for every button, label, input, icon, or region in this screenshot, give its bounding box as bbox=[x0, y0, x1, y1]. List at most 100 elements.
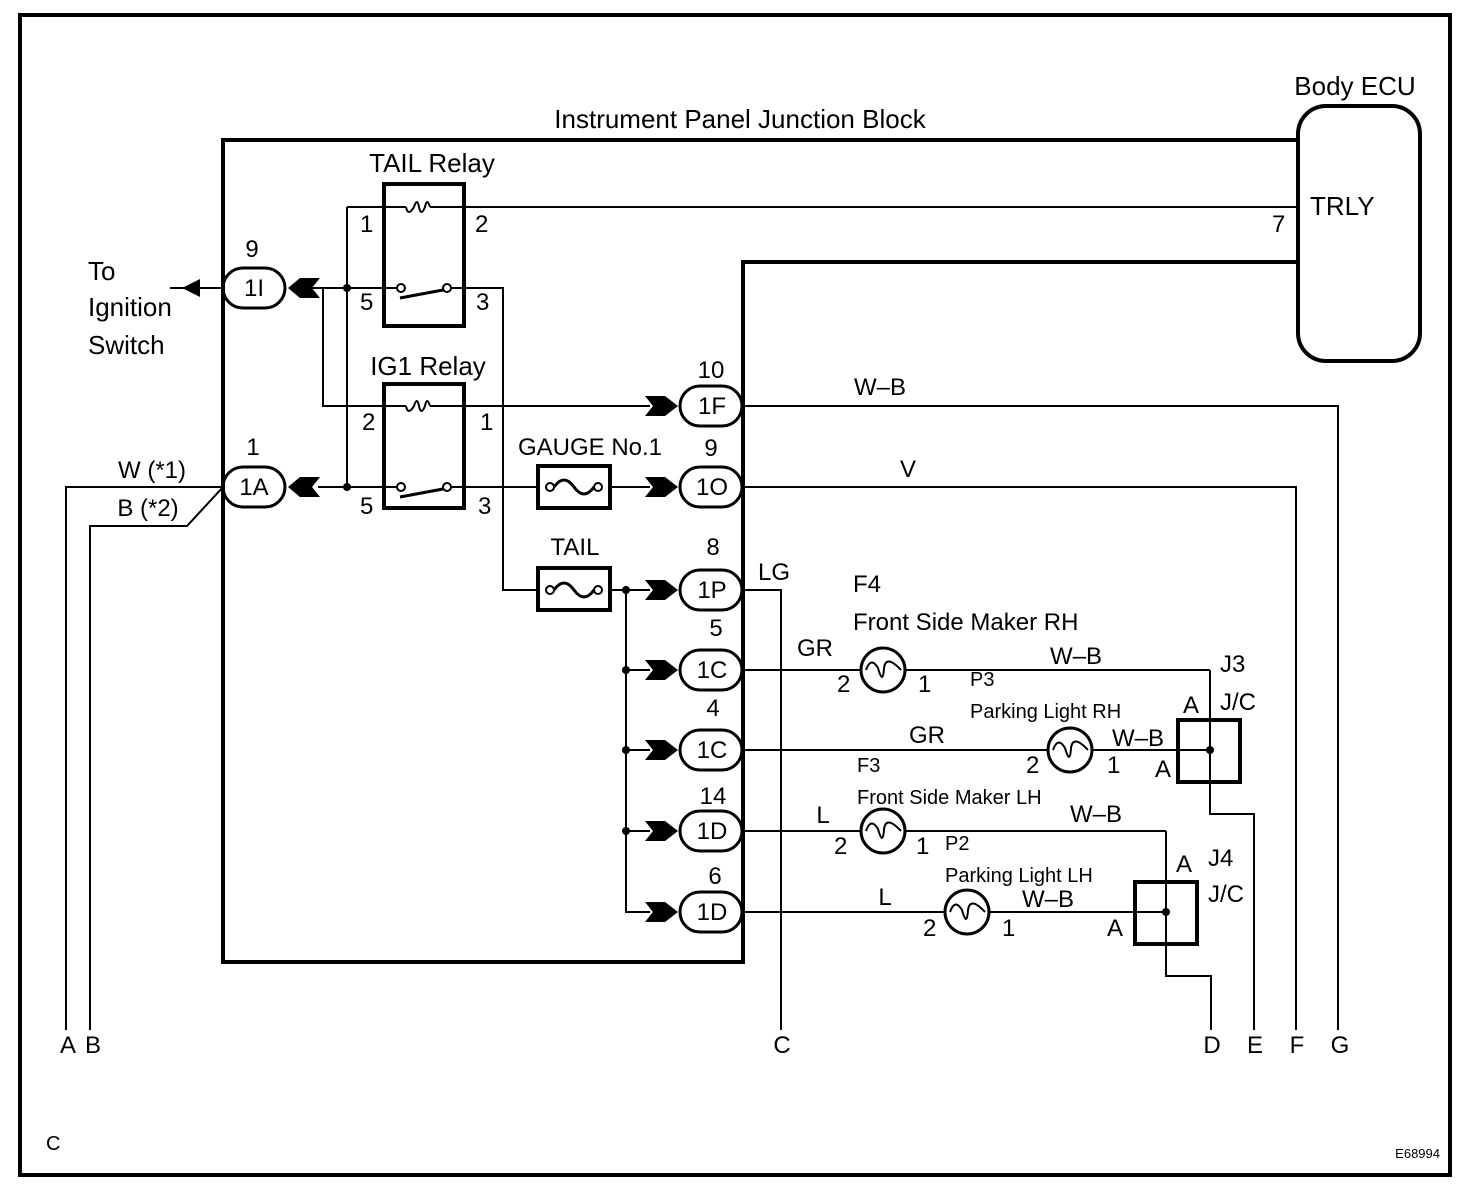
terminal-f: F bbox=[1290, 1032, 1305, 1059]
tail-relay-label: TAIL Relay bbox=[369, 148, 495, 178]
svg-text:2: 2 bbox=[923, 915, 936, 942]
svg-text:1: 1 bbox=[1002, 915, 1015, 942]
splice-dot bbox=[343, 483, 351, 491]
lamp-f3-code: F3 bbox=[857, 755, 880, 777]
gauge-fuse-label: GAUGE No.1 bbox=[518, 434, 662, 461]
lamp-p3-name: Parking Light RH bbox=[970, 701, 1121, 723]
wire-label-w1: W (*1) bbox=[118, 457, 186, 484]
svg-text:1: 1 bbox=[918, 671, 931, 698]
svg-text:1F: 1F bbox=[698, 393, 726, 420]
connector-arrow-icon bbox=[645, 660, 678, 680]
ig1-relay-pin-5: 5 bbox=[360, 493, 373, 520]
svg-text:L: L bbox=[878, 884, 891, 911]
ig1-relay-pin-1: 1 bbox=[480, 409, 493, 436]
wire-g bbox=[743, 405, 1339, 1030]
connector-arrow-icon bbox=[645, 740, 678, 760]
tail-relay-pin-5: 5 bbox=[360, 289, 373, 316]
junction-block-title: Instrument Panel Junction Block bbox=[554, 104, 926, 134]
svg-text:1C: 1C bbox=[697, 737, 728, 764]
svg-text:W–B: W–B bbox=[1112, 725, 1164, 752]
svg-text:W–B: W–B bbox=[1050, 643, 1102, 670]
ig1-relay-box bbox=[382, 382, 466, 510]
splice-dot bbox=[343, 284, 351, 292]
connector-1p bbox=[678, 568, 744, 612]
bulb-icon bbox=[943, 888, 991, 936]
svg-text:W–B: W–B bbox=[1022, 886, 1074, 913]
ecu-title: Body ECU bbox=[1294, 71, 1415, 101]
svg-text:A: A bbox=[1155, 756, 1171, 783]
connector-arrow-icon bbox=[645, 821, 678, 841]
svg-text:L: L bbox=[816, 802, 829, 829]
wire-e bbox=[1209, 670, 1255, 1030]
j4-code: J4 bbox=[1208, 845, 1233, 872]
fuse-icon bbox=[545, 581, 603, 599]
svg-text:A: A bbox=[1176, 851, 1192, 878]
tail-relay-pin-2: 2 bbox=[475, 211, 488, 238]
tail-relay-coil-icon bbox=[405, 201, 431, 213]
connector-1d-14 bbox=[678, 809, 744, 853]
svg-text:2: 2 bbox=[1026, 752, 1039, 779]
terminal-a: A bbox=[60, 1032, 76, 1059]
svg-text:GR: GR bbox=[797, 635, 833, 662]
j3-type: J/C bbox=[1220, 689, 1256, 716]
terminal-c: C bbox=[773, 1032, 790, 1059]
svg-text:A: A bbox=[1183, 692, 1199, 719]
tail-relay-pin-3: 3 bbox=[476, 289, 489, 316]
ecu-terminal-name: TRLY bbox=[1310, 191, 1375, 221]
svg-text:1P: 1P bbox=[697, 577, 726, 604]
junction-block-outline bbox=[221, 138, 1298, 964]
svg-text:W–B: W–B bbox=[1070, 801, 1122, 828]
svg-text:2: 2 bbox=[834, 833, 847, 860]
ig1-relay-label: IG1 Relay bbox=[370, 351, 486, 381]
svg-text:1: 1 bbox=[1107, 752, 1120, 779]
right-connectors: 10 1F 9 1O 8 1P 5 1C 4 1C 14 1D 6 1D bbox=[645, 357, 744, 934]
svg-text:V: V bbox=[900, 456, 916, 483]
lamp-f4-name: Front Side Maker RH bbox=[853, 609, 1078, 636]
wire-c bbox=[743, 589, 782, 1030]
svg-text:W–B: W–B bbox=[854, 374, 906, 401]
ig1-relay-pin-3: 3 bbox=[478, 493, 491, 520]
connector-arrow-icon bbox=[288, 477, 320, 497]
svg-text:6: 6 bbox=[708, 863, 721, 890]
connector-arrow-icon bbox=[645, 477, 678, 497]
ig1-relay-pin-2: 2 bbox=[362, 409, 375, 436]
fuse-icon bbox=[545, 478, 603, 496]
tail-relay-box bbox=[382, 182, 466, 328]
svg-text:9: 9 bbox=[704, 435, 717, 462]
corner-label: C bbox=[46, 1133, 60, 1155]
connector-arrow-icon bbox=[645, 580, 678, 600]
connector-arrow-icon bbox=[645, 902, 678, 922]
svg-text:GR: GR bbox=[909, 722, 945, 749]
splice-dot bbox=[622, 586, 630, 594]
svg-text:5: 5 bbox=[709, 615, 722, 642]
connector-1a-pin: 1 bbox=[246, 434, 259, 461]
ignition-label-3: Switch bbox=[88, 330, 165, 360]
svg-text:A: A bbox=[1107, 915, 1123, 942]
svg-text:8: 8 bbox=[706, 534, 719, 561]
terminal-e: E bbox=[1247, 1032, 1263, 1059]
terminal-b: B bbox=[85, 1032, 101, 1059]
connector-arrow-icon bbox=[645, 396, 678, 416]
svg-text:2: 2 bbox=[837, 671, 850, 698]
ignition-label-1: To bbox=[88, 256, 115, 286]
lamp-f3-name: Front Side Maker LH bbox=[857, 787, 1042, 809]
connector-1c-4 bbox=[678, 728, 744, 772]
svg-text:10: 10 bbox=[698, 357, 725, 384]
figure-id: E68994 bbox=[1395, 1146, 1440, 1161]
connector-1f bbox=[678, 384, 744, 428]
lamp-p2-name: Parking Light LH bbox=[945, 865, 1093, 887]
svg-text:1C: 1C bbox=[697, 657, 728, 684]
terminal-g: G bbox=[1331, 1032, 1350, 1059]
ig1-relay-switch-icon bbox=[396, 482, 452, 499]
bulb-icon bbox=[1046, 726, 1094, 774]
connector-arrow-icon bbox=[288, 278, 320, 298]
svg-text:14: 14 bbox=[700, 783, 727, 810]
svg-text:4: 4 bbox=[706, 695, 719, 722]
tail-relay-pin-1: 1 bbox=[360, 211, 373, 238]
lamp-p3-code: P3 bbox=[970, 669, 994, 691]
bulb-icon bbox=[859, 646, 907, 694]
j4-type: J/C bbox=[1208, 881, 1244, 908]
wire-label-b2: B (*2) bbox=[117, 495, 178, 522]
bulb-icon bbox=[859, 807, 907, 855]
